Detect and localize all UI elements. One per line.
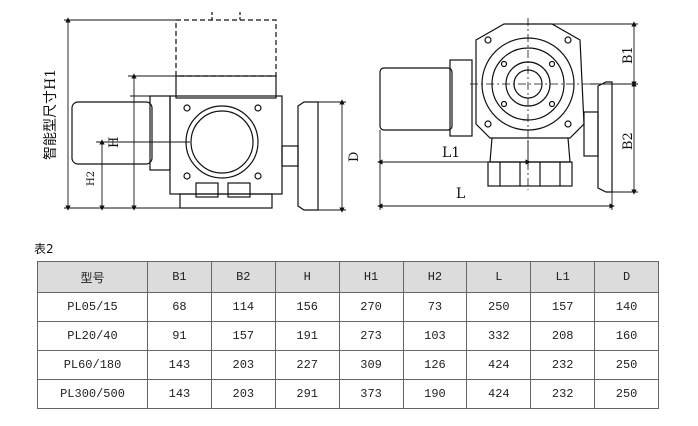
- table-cell: 73: [402, 292, 468, 322]
- table-cell: 126: [402, 350, 468, 380]
- header-cell: B1: [147, 261, 212, 293]
- technical-drawing: 智能型尺寸H1 H H2 D B1 B: [43, 10, 638, 213]
- label-b2: B2: [621, 132, 636, 150]
- table-cell: 191: [274, 321, 340, 351]
- table-cell: 103: [402, 321, 468, 351]
- table-cell: 424: [466, 350, 532, 380]
- motor-body: [71, 101, 153, 165]
- right-view: [379, 23, 613, 193]
- table-cell: 332: [466, 321, 532, 351]
- header-cell: H1: [338, 261, 404, 293]
- model-cell: PL60/180: [37, 350, 148, 380]
- table-cell: 373: [338, 379, 404, 409]
- table-cell: 143: [147, 379, 212, 409]
- label-b1: B1: [621, 46, 636, 64]
- label-d: D: [347, 152, 362, 162]
- spec-table: 型号 B1 B2 H H1 H2 L L1 D PL05/15 68 114 1…: [37, 261, 659, 409]
- header-cell: H: [274, 261, 340, 293]
- motor-flange: [149, 95, 171, 171]
- cover-circle: [185, 105, 259, 179]
- left-view: [71, 10, 319, 211]
- table-cell: 250: [594, 379, 659, 409]
- table-cell: 143: [147, 350, 212, 380]
- header-cell: L1: [530, 261, 596, 293]
- label-h: H: [107, 137, 122, 148]
- table-cell: 114: [210, 292, 276, 322]
- model-cell: PL05/15: [37, 292, 148, 322]
- table-cell: 160: [594, 321, 659, 351]
- model-cell: PL300/500: [37, 379, 148, 409]
- motor-body-right: [379, 67, 453, 131]
- table-row: PL20/40 91 157 191 273 103 332 208 160: [37, 321, 659, 351]
- table-cell: 270: [338, 292, 404, 322]
- table-cell: 156: [274, 292, 340, 322]
- label-h1-vertical: 智能型尺寸H1: [43, 69, 59, 160]
- model-cell: PL20/40: [37, 321, 148, 351]
- table-cell: 157: [210, 321, 276, 351]
- lower-body: [489, 137, 571, 163]
- top-cap: [175, 75, 277, 99]
- header-cell: D: [594, 261, 659, 293]
- table-cell: 424: [466, 379, 532, 409]
- table-header-row: 型号 B1 B2 H H1 H2 L L1 D: [37, 261, 659, 293]
- handwheel: [297, 101, 319, 211]
- table-cell: 309: [338, 350, 404, 380]
- table-cell: 203: [210, 350, 276, 380]
- table-row: PL300/500 143 203 291 373 190 424 232 25…: [37, 379, 659, 409]
- table-row: PL05/15 68 114 156 270 73 250 157 140: [37, 292, 659, 322]
- table-cell: 273: [338, 321, 404, 351]
- table-cell: 232: [530, 350, 596, 380]
- table-cell: 208: [530, 321, 596, 351]
- table-cell: 250: [594, 350, 659, 380]
- table-cell: 190: [402, 379, 468, 409]
- table-cell: 227: [274, 350, 340, 380]
- handwheel-right: [597, 81, 613, 193]
- smart-head-dashed: [175, 19, 277, 77]
- header-cell: L: [466, 261, 532, 293]
- table-cell: 68: [147, 292, 212, 322]
- hub: [281, 145, 299, 167]
- table-cell: 232: [530, 379, 596, 409]
- base: [179, 193, 273, 209]
- table-cell: 157: [530, 292, 596, 322]
- table-cell: 203: [210, 379, 276, 409]
- header-cell: 型号: [37, 261, 148, 293]
- table-caption: 表2: [34, 242, 54, 256]
- header-cell: H2: [402, 261, 468, 293]
- label-h2: H2: [86, 171, 97, 186]
- table-cell: 250: [466, 292, 532, 322]
- table-cell: 291: [274, 379, 340, 409]
- table-row: PL60/180 143 203 227 309 126 424 232 250: [37, 350, 659, 380]
- table-cell: 91: [147, 321, 212, 351]
- table-cell: 140: [594, 292, 659, 322]
- label-l: L: [456, 186, 465, 202]
- header-cell: B2: [210, 261, 276, 293]
- label-l1: L1: [442, 145, 460, 161]
